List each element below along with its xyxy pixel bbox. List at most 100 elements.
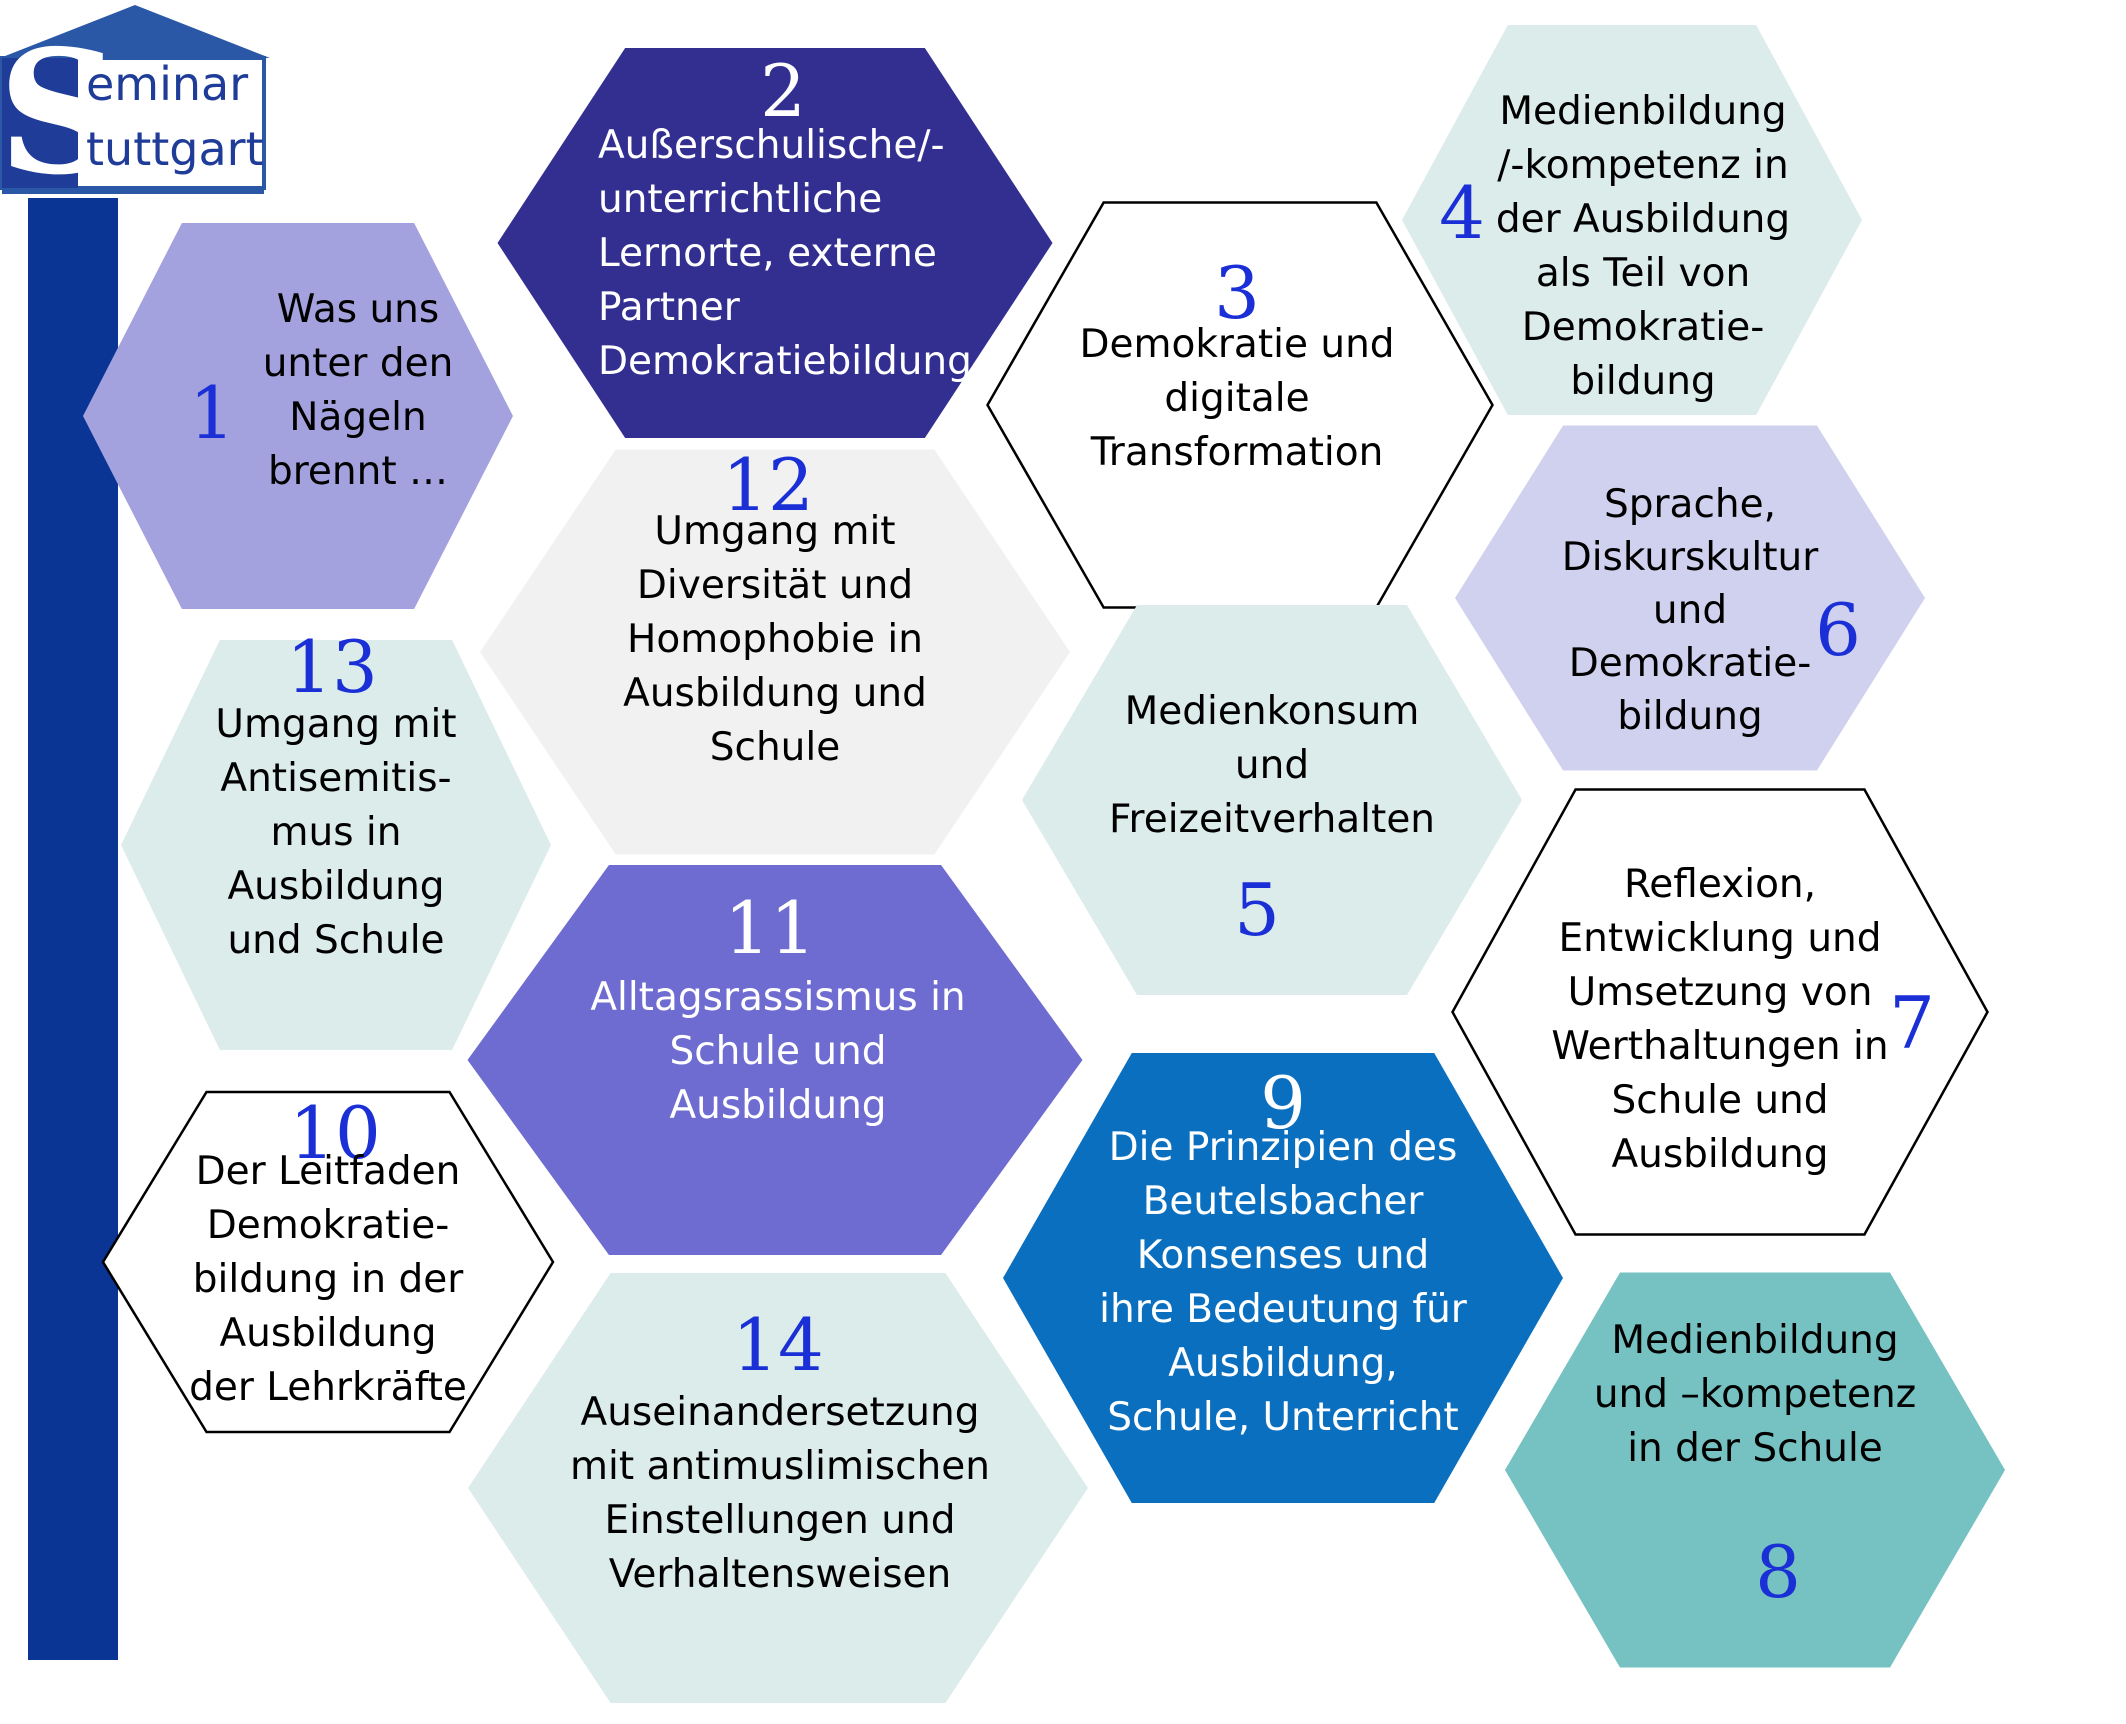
hex-label-line: Der Leitfaden [196,1149,461,1194]
hex-number: 5 [1234,868,1280,952]
hex-label-line: Medienbildung [1499,89,1786,134]
hex-number: 3 [1214,251,1260,335]
hex-label-line: Werthaltungen in [1551,1024,1888,1069]
logo: S eminar tuttgart [0,5,270,1660]
hex-number: 11 [724,886,816,970]
hex-label-line: Homophobie in [627,617,923,662]
hex-shape [1022,605,1522,995]
hex-label-line: bildung in der [193,1257,464,1302]
hex-label-line: mus in [271,810,402,855]
hex-label-line: Konsenses und [1137,1233,1429,1278]
hex-label-line: Sprache, [1604,482,1776,527]
hex-number: 12 [722,443,814,527]
hex-label-line: Die Prinzipien des [1109,1125,1458,1170]
hex-label-line: Schule und [1611,1078,1828,1123]
logo-line2: tuttgart [86,122,264,176]
hex-number: 10 [289,1091,381,1175]
logo-line1: eminar [86,57,248,111]
logo-initial: S [0,13,121,213]
hex-label-line: Umsetzung von [1568,970,1873,1015]
hex-label-line: der Lehrkräfte [189,1365,467,1410]
hex-label-line: Beutelsbacher [1143,1179,1425,1224]
hex-number: 1 [189,371,235,455]
hex-8: 8 Medienbildung und –kompetenz in der Schul… [1505,1272,2005,1668]
hex-shape [1003,1053,1563,1503]
hex-shape [480,449,1070,855]
logo-s-box [2,58,78,188]
hex-label-line: und [1653,588,1727,633]
hex-label-line: Nägeln [289,395,426,440]
hex-shape [101,1090,555,1434]
hex-label-line: und [1235,743,1309,788]
hex-shape [468,1273,1088,1703]
hex-label-line: Lernorte, externe [598,231,937,276]
hex-shape [1451,788,1989,1236]
hex-label-line: Ausbildung [669,1083,886,1128]
hex-label-line: Entwicklung und [1558,916,1881,961]
hex-shape [1505,1272,2005,1668]
hex-shape [467,865,1083,1255]
hex-label-line: Antisemitis- [220,756,451,801]
hex-shape [83,223,513,609]
hex-label-line: als Teil von [1536,251,1750,296]
hex-label-line: bildung [1570,359,1715,404]
hex-number: 4 [1439,171,1485,255]
hex-label-line: Demokratie und [1079,322,1394,367]
hex-label-line: Schule und [669,1029,886,1074]
hex-label-line: Reflexion, [1624,862,1816,907]
hex-label-line: Ausbildung [227,864,444,909]
hex-label-line: Umgang mit [654,509,895,554]
hex-label-line: Demokratie- [1522,305,1765,350]
hex-label-line: in der Schule [1627,1426,1883,1471]
hex-label-line: Alltagsrassismus in [590,975,965,1020]
hex-label-line: Demokratie- [1569,641,1812,686]
hex-label-line: mit antimuslimischen [570,1444,990,1489]
hex-label-line: Umgang mit [215,702,456,747]
hex-label-line: Ausbildung, [1168,1341,1398,1386]
hex-label-line: Ausbildung [219,1311,436,1356]
hex-label-line: Transformation [1090,430,1384,475]
hex-label-line: Partner [598,285,741,330]
hex-label-line: Schule, Unterricht [1107,1395,1458,1440]
hex-label-line: der Ausbildung [1496,197,1790,242]
hex-number: 6 [1815,588,1861,672]
hex-label-line: Auseinandersetzung [581,1390,980,1435]
hex-shape [121,640,551,1050]
hex-label-line: Diversität und [637,563,913,608]
hex-label-line: Medienkonsum [1125,689,1420,734]
hex-label-line: brennt … [268,449,448,494]
hex-label-line: und –kompetenz [1594,1372,1916,1417]
hex-label-line: Diskurskultur [1562,535,1820,580]
hex-label-line: unter den [263,341,454,386]
hex-label-line: Ausbildung und [623,671,927,716]
hex-number: 7 [1889,981,1935,1065]
hex-label-line: Ausbildung [1611,1132,1828,1177]
logo-roof [0,5,270,58]
hex-6: 6 Sprache, Diskurskultur undDemokratie-bild… [1455,425,1925,771]
hex-label-line: Einstellungen und [605,1498,956,1543]
hex-label-line: Schule [710,725,840,770]
hex-label-line: bildung [1617,694,1762,739]
hex-shape [986,201,1494,609]
hex-shape [1402,25,1862,415]
hex-number: 14 [732,1303,824,1387]
hex-label-line: Medienbildung [1611,1318,1898,1363]
hex-number: 13 [286,625,378,709]
hex-label-line: und Schule [227,918,444,963]
hex-label-line: Freizeitverhalten [1109,797,1435,842]
hex-label-line: unterrichtliche [598,177,882,222]
hex-number: 8 [1755,1530,1801,1614]
hex-label-line: Demokratie- [207,1203,450,1248]
hex-label-line: ihre Bedeutung für [1099,1287,1468,1332]
logo-divider [2,188,264,194]
hex-2: 2Außerschulische/-unterrichtlicheLernort… [497,48,1053,438]
